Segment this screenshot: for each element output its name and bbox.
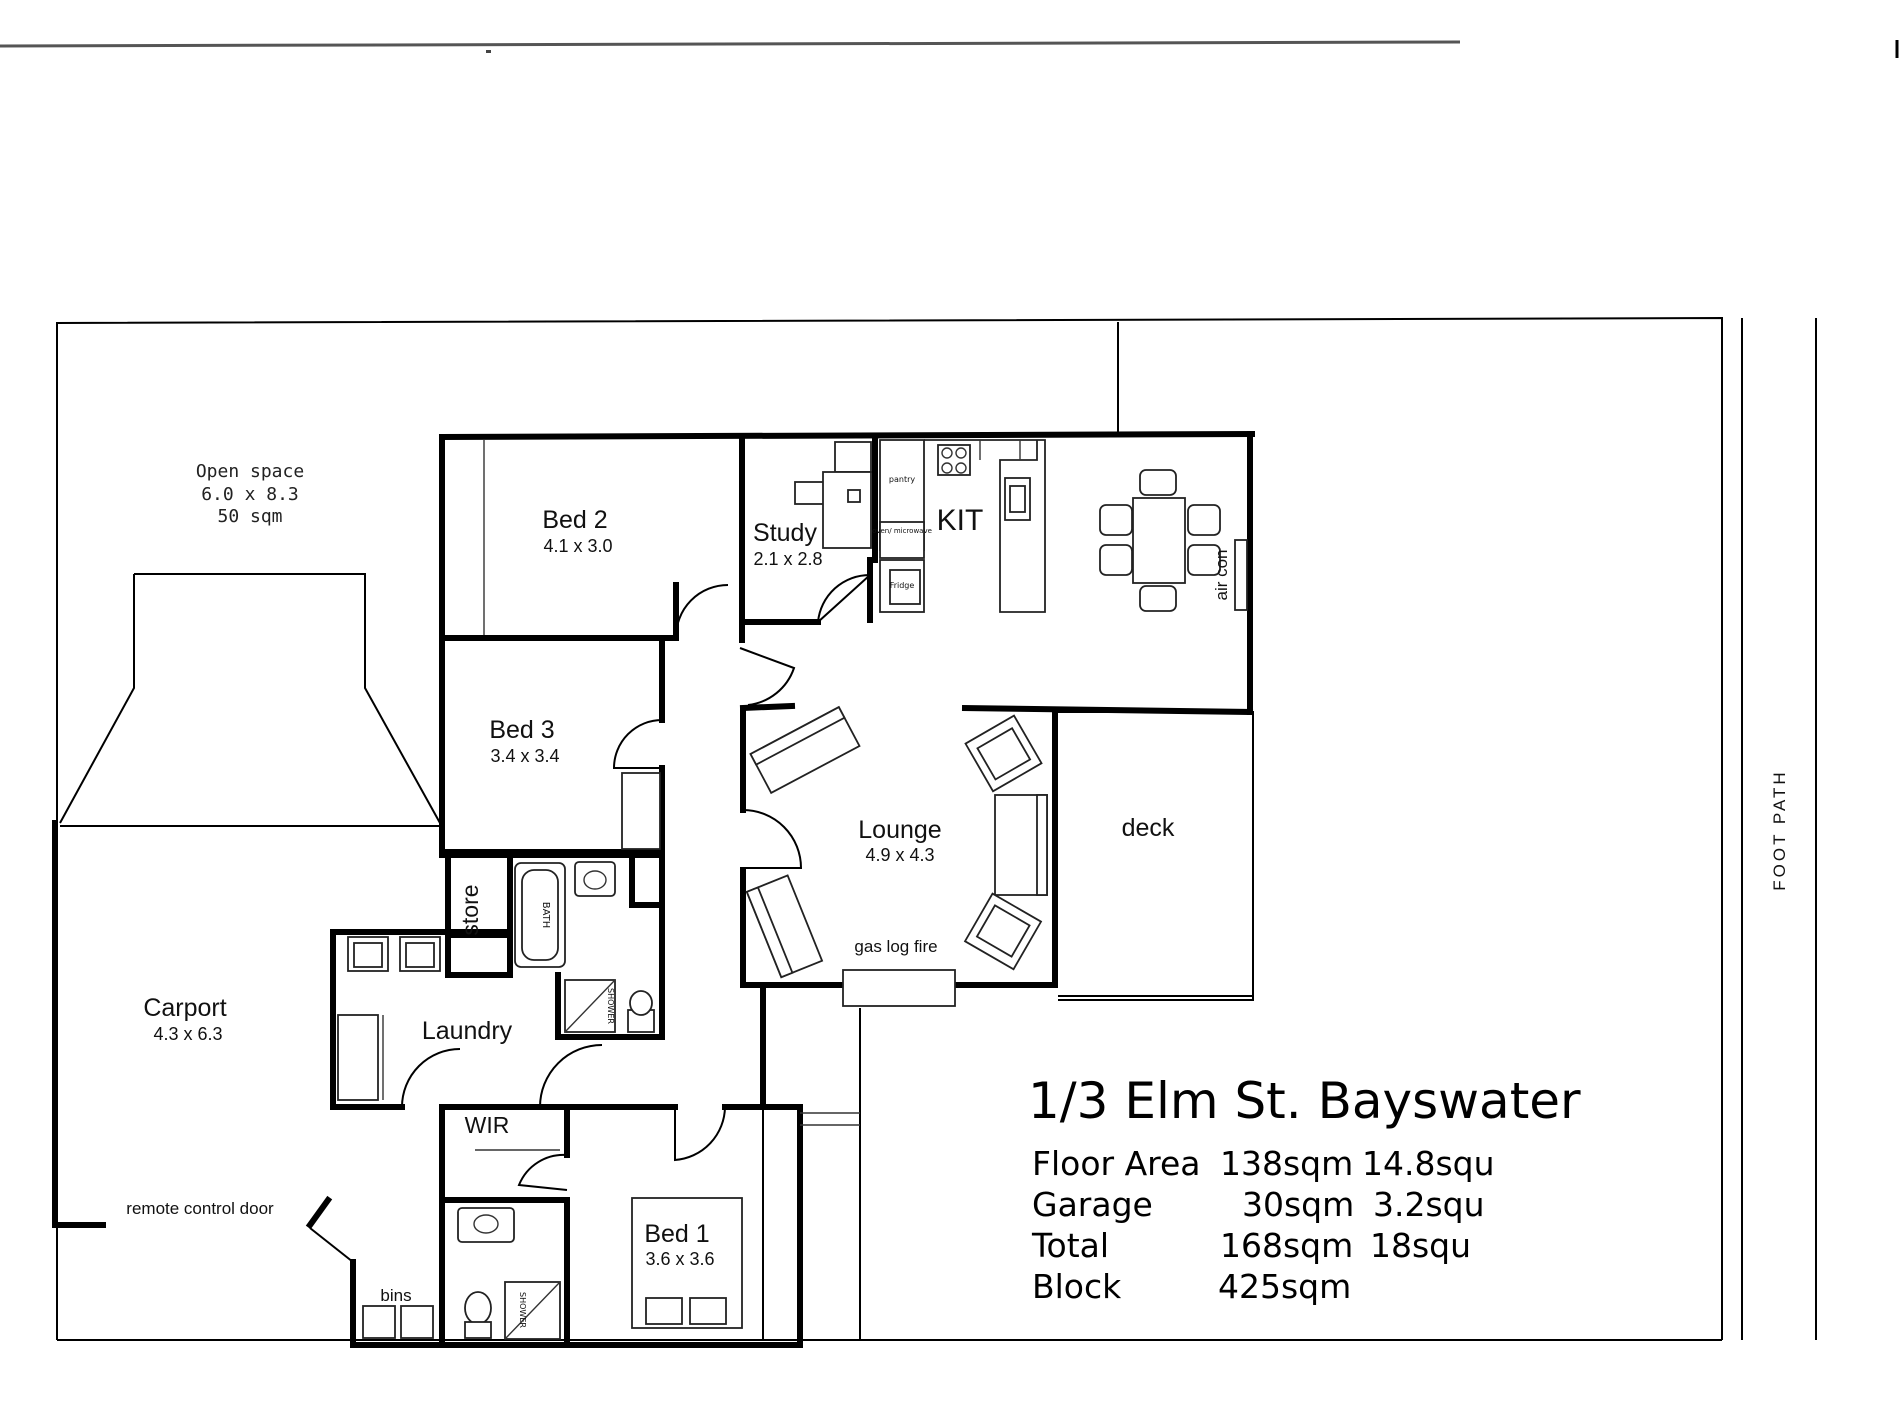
scan-artifacts: [0, 40, 1899, 58]
oven-label: oven/ microwave: [872, 527, 932, 535]
pantry-label: pantry: [889, 475, 915, 484]
room-name-lounge: Lounge: [858, 816, 941, 844]
bed1-bed: [631, 1197, 743, 1329]
property-title: 1/3 Elm St. Bayswater: [1028, 1072, 1581, 1130]
room-name-store: store: [457, 884, 483, 935]
doors: [401, 573, 873, 1191]
bathroom-fixtures: [514, 861, 655, 1033]
laundry-fixtures: [337, 936, 441, 1101]
room-dim-bed2: 4.1 x 3.0: [543, 536, 612, 556]
gas-log-fire-label: gas log fire: [854, 937, 937, 956]
walkway: [762, 985, 861, 1340]
spec-label: Floor Area: [1032, 1144, 1201, 1183]
remote-control-door-label: remote control door: [126, 1199, 274, 1218]
room-name-study: Study: [753, 519, 817, 547]
room-dim-study: 2.1 x 2.8: [753, 549, 822, 569]
foot-path-label: FOOT PATH: [1770, 769, 1789, 890]
kitchen-units: [879, 439, 1046, 613]
open-space-area: 50 sqm: [217, 506, 282, 527]
room-dim-lounge: 4.9 x 4.3: [865, 845, 934, 865]
bins-enclosure: [362, 1305, 434, 1339]
ensuite-fixtures: [457, 1149, 561, 1340]
open-space-title: Open space: [196, 461, 304, 482]
bins-label: bins: [380, 1286, 411, 1305]
bed3-robe: [621, 772, 661, 850]
spec-sqm: 168sqm: [1220, 1226, 1353, 1265]
spec-squares: 3.2squ: [1373, 1185, 1485, 1224]
room-name-carport: Carport: [143, 994, 226, 1022]
air-con-label: air con: [1212, 549, 1231, 600]
spec-label: Block: [1032, 1267, 1122, 1306]
room-name-bed2: Bed 2: [542, 506, 607, 534]
fridge-label: Fridge: [890, 581, 915, 590]
shower-label: SHOWER: [606, 988, 615, 1024]
carport-roof: [59, 573, 441, 827]
spec-sqm: 425sqm: [1218, 1267, 1351, 1306]
study-desk: [794, 441, 872, 549]
open-space-dim: 6.0 x 8.3: [201, 484, 299, 505]
spec-squares: 18squ: [1370, 1226, 1471, 1265]
deck: [1058, 711, 1254, 1001]
lounge-furniture: [745, 705, 1048, 1007]
dining-table: [1099, 469, 1221, 612]
ensuite-shower-label: SHOWER: [518, 1292, 527, 1328]
spec-label: Garage: [1032, 1185, 1153, 1224]
spec-sqm: 30sqm: [1242, 1185, 1354, 1224]
air-con-unit: [1234, 539, 1248, 611]
area-specs: Floor Area 138sqm 14.8squ Garage 30sqm 3…: [1031, 1144, 1495, 1306]
spec-sqm: 138sqm: [1220, 1144, 1353, 1183]
room-name-laundry: Laundry: [422, 1017, 513, 1045]
room-dim-carport: 4.3 x 6.3: [153, 1024, 222, 1044]
room-name-deck: deck: [1122, 814, 1175, 842]
spec-label: Total: [1031, 1226, 1109, 1265]
spec-squares: 14.8squ: [1362, 1144, 1495, 1183]
room-name-bed3: Bed 3: [489, 716, 554, 744]
room-name-wir: WIR: [465, 1112, 510, 1138]
room-name-kitchen: KIT: [937, 504, 984, 537]
room-dim-bed1: 3.6 x 3.6: [645, 1249, 714, 1269]
room-dim-bed3: 3.4 x 3.4: [490, 746, 559, 766]
room-name-bed1: Bed 1: [644, 1220, 709, 1248]
bath-label: BATH: [540, 902, 551, 929]
